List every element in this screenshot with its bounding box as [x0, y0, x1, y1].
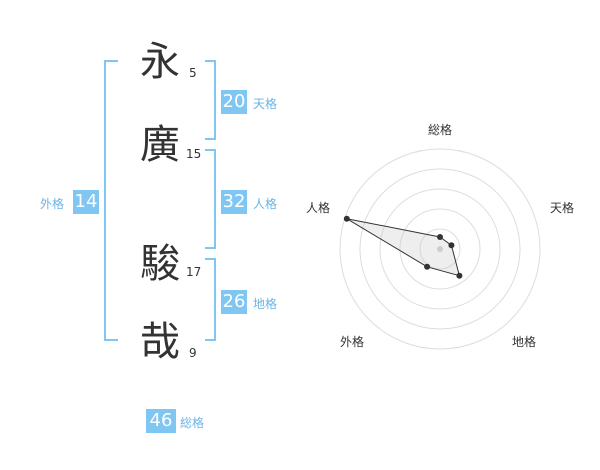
gai-value-badge: 14	[73, 190, 99, 214]
char-1: 永	[140, 39, 180, 85]
radar-axis-label-chi: 地格	[512, 334, 536, 349]
radar-point-4	[343, 215, 350, 222]
sou-value-badge: 46	[146, 409, 176, 433]
radar-rings	[339, 148, 541, 350]
char-4: 哉	[140, 319, 180, 365]
radar-ring-1	[419, 228, 461, 270]
ten-label: 天格	[253, 97, 278, 111]
char-3: 駿	[140, 241, 180, 287]
radar-ring-4	[359, 168, 521, 330]
ten-bracket	[205, 60, 216, 140]
chi-label: 地格	[253, 297, 278, 311]
radar-center-dot	[437, 246, 443, 252]
radar-point-3	[424, 263, 431, 270]
char-2: 廣	[140, 122, 180, 168]
jin-label: 人格	[253, 197, 278, 211]
radar-ring-3	[379, 188, 501, 310]
radar-ring-5	[339, 148, 541, 350]
radar-points	[343, 215, 463, 279]
char-3-strokes: 17	[186, 265, 202, 279]
radar-point-0	[437, 234, 443, 240]
char-2-strokes: 15	[186, 147, 202, 161]
radar-axis-label-jin: 人格	[306, 200, 330, 215]
radar-axis-label-sou: 総格	[428, 122, 452, 137]
gai-label: 外格	[40, 197, 65, 211]
radar-point-1	[448, 242, 455, 249]
jin-value-badge: 32	[221, 190, 247, 214]
radar-polygon	[346, 218, 461, 277]
chi-value-badge: 26	[221, 290, 247, 314]
gai-bracket	[104, 60, 118, 341]
radar-axis-label-gai: 外格	[340, 334, 364, 349]
radar-point-2	[456, 272, 463, 279]
radar-ring-2	[399, 208, 481, 290]
jin-bracket	[205, 149, 216, 249]
radar-axis-label-ten: 天格	[550, 200, 574, 215]
char-1-strokes: 5	[189, 66, 197, 80]
sou-label: 総格	[180, 416, 205, 430]
ten-value-badge: 20	[221, 90, 247, 114]
char-4-strokes: 9	[189, 346, 197, 360]
chi-bracket	[205, 258, 216, 341]
